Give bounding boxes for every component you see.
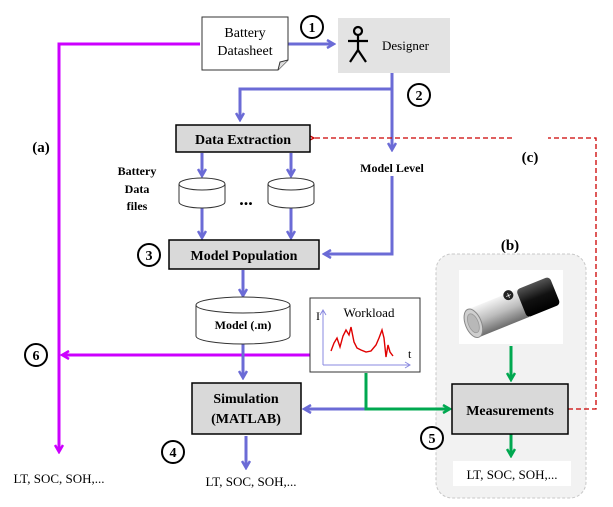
datasheet-label-line1: Battery (224, 26, 265, 41)
path-label-b: (b) (501, 238, 519, 254)
person-icon (348, 25, 368, 63)
output-simulation: LT, SOC, SOH,... (205, 474, 296, 489)
step-marker-1: 1 (300, 15, 324, 39)
step-number-2: 2 (416, 89, 423, 104)
step-marker-3: 3 (137, 243, 161, 267)
path-label-c: (c) (522, 150, 539, 166)
simulation-node: Simulation (MATLAB) (191, 382, 302, 435)
designer-label: Designer (382, 38, 430, 53)
workload-node: I t Workload (309, 297, 421, 373)
battery-data-files-line2: Data (125, 182, 150, 196)
model-file-label: Model (.m) (215, 318, 272, 332)
battery-datasheet-node: Battery Datasheet (201, 16, 289, 71)
step-marker-4: 4 (161, 440, 185, 464)
workload-y-axis-label: I (316, 309, 320, 323)
blue-flow-connectors (202, 44, 392, 468)
model-population-node: Model Population (168, 239, 320, 270)
data-file-cylinder-2 (267, 177, 315, 209)
step-marker-2: 2 (407, 83, 431, 107)
workload-current-trace (330, 326, 394, 358)
svg-text:+: + (504, 290, 514, 301)
step-number-3: 3 (146, 249, 153, 264)
step-number-6: 6 (33, 349, 40, 364)
path-a-connector (59, 42, 310, 452)
ellipsis-label: ... (239, 189, 253, 209)
workload-title: Workload (344, 305, 395, 320)
measurements-node: Measurements (451, 383, 569, 435)
designer-node: Designer (338, 18, 450, 73)
step-marker-6: 6 (24, 343, 48, 367)
output-measurements: LT, SOC, SOH,... (466, 467, 557, 482)
model-level-label: Model Level (360, 161, 424, 175)
workload-x-axis-label: t (408, 347, 412, 361)
path-c-feedback-connector (314, 138, 597, 410)
step-number-5: 5 (429, 432, 436, 447)
path-label-a: (a) (32, 140, 50, 156)
simulation-label-line1: Simulation (213, 392, 279, 407)
output-path-a: LT, SOC, SOH,... (13, 471, 104, 486)
data-file-cylinder-1 (178, 177, 226, 209)
battery-data-files-line1: Battery (118, 164, 157, 178)
data-extraction-label: Data Extraction (195, 133, 291, 148)
measurements-label: Measurements (466, 404, 554, 419)
step-number-4: 4 (170, 446, 177, 461)
datasheet-label-line2: Datasheet (217, 44, 272, 59)
data-extraction-node: Data Extraction (175, 124, 311, 153)
model-file-node: Model (.m) (195, 296, 291, 345)
simulation-label-line2: (MATLAB) (211, 412, 281, 427)
green-flow-connectors (364, 346, 511, 456)
battery-image: + (459, 270, 563, 344)
model-population-label: Model Population (191, 249, 298, 264)
step-number-1: 1 (309, 21, 316, 36)
battery-data-files-line3: files (127, 199, 148, 213)
step-marker-5: 5 (420, 426, 444, 450)
battery-data-files-label: Battery Data files (118, 164, 157, 213)
